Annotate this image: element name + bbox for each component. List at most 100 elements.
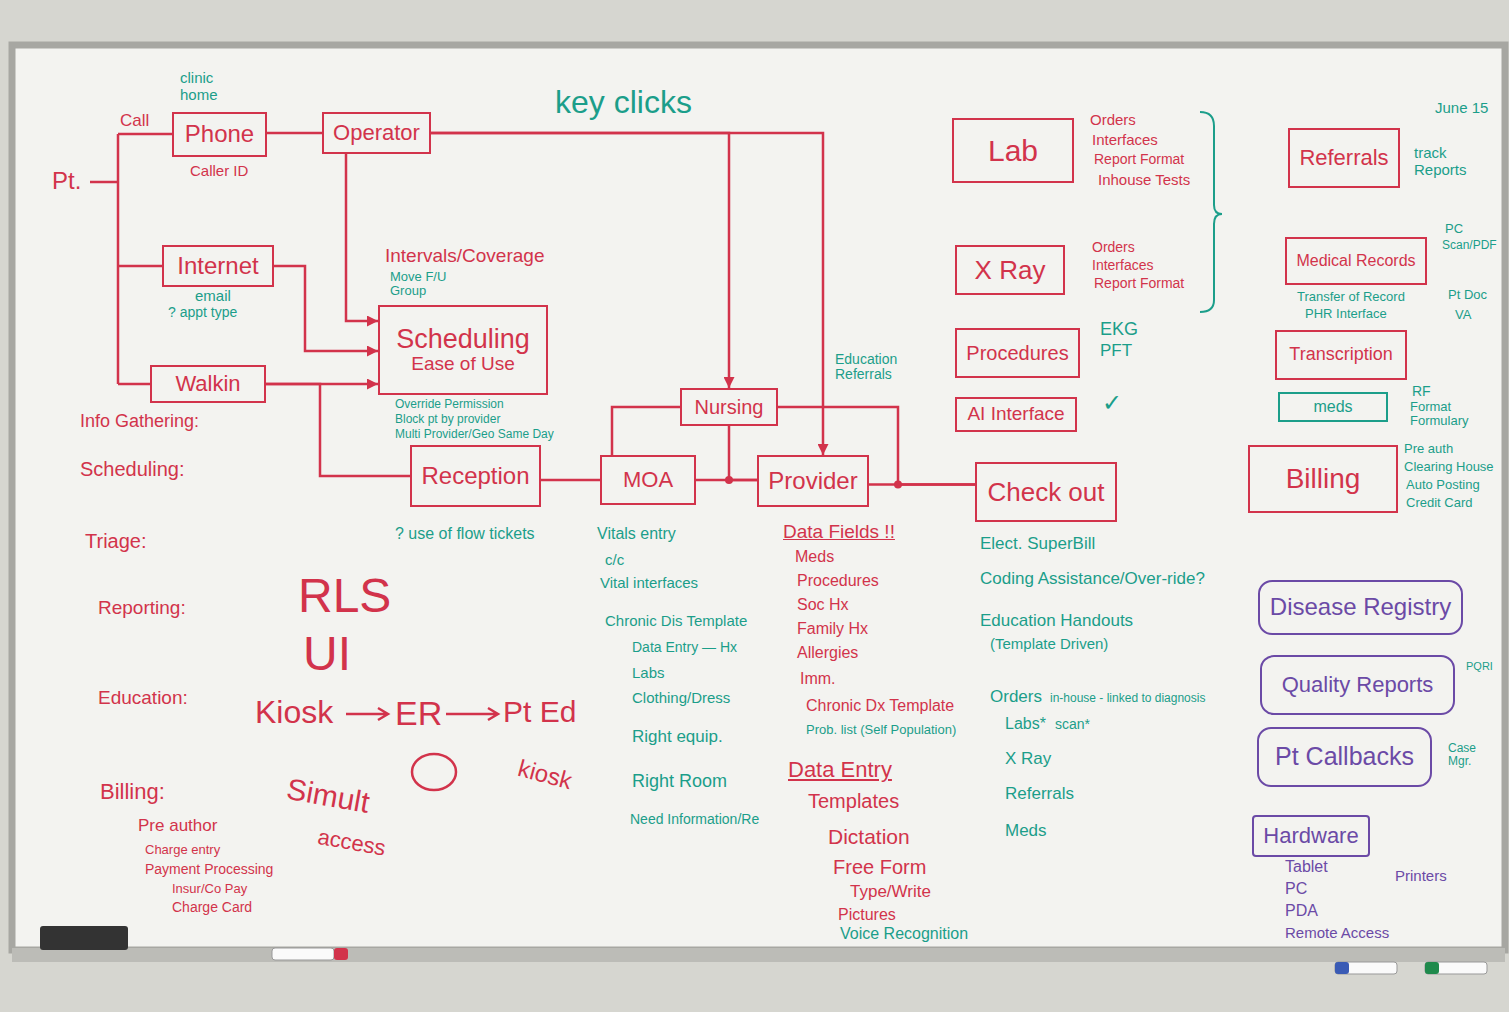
board-note: in-house - linked to diagnosis bbox=[1050, 692, 1205, 705]
board-note: RF bbox=[1412, 384, 1431, 399]
connector-line bbox=[612, 407, 680, 455]
board-note: Prob. list (Self Population) bbox=[806, 723, 956, 737]
board-note: Intervals/Coverage bbox=[385, 246, 544, 267]
process-box: SchedulingEase of Use bbox=[378, 305, 548, 395]
board-note: Insur/Co Pay bbox=[172, 882, 247, 896]
board-note: key clicks bbox=[555, 85, 692, 120]
node-text: Operator bbox=[333, 121, 420, 145]
marker-tray bbox=[12, 948, 1505, 962]
node-text: Referrals bbox=[1299, 146, 1388, 170]
node-text: Ease of Use bbox=[411, 354, 515, 375]
node-text: Pt Callbacks bbox=[1275, 743, 1414, 771]
board-note: Data Fields !! bbox=[783, 522, 895, 543]
board-note: VA bbox=[1455, 308, 1471, 322]
node-text: meds bbox=[1313, 398, 1352, 416]
module-box: AI Interface bbox=[955, 397, 1077, 432]
board-note: ✓ bbox=[1102, 390, 1122, 416]
board-note: Printers bbox=[1395, 868, 1447, 885]
board-note: Info Gathering: bbox=[80, 412, 199, 432]
board-note: Elect. SuperBill bbox=[980, 535, 1095, 554]
process-box: Internet bbox=[162, 245, 274, 287]
board-note: Charge entry bbox=[145, 843, 220, 857]
board-note: Chronic Dx Template bbox=[806, 697, 954, 715]
board-note: Credit Card bbox=[1406, 496, 1472, 510]
bracket bbox=[1200, 112, 1222, 312]
module-box: meds bbox=[1278, 392, 1388, 422]
module-box: Lab bbox=[952, 118, 1074, 183]
board-note: Vital interfaces bbox=[600, 575, 698, 592]
marker-cap bbox=[1335, 962, 1349, 974]
process-box: Walkin bbox=[150, 365, 266, 403]
node-text: Nursing bbox=[695, 396, 764, 418]
board-note: UI bbox=[303, 628, 351, 681]
junction-dot bbox=[894, 481, 902, 489]
board-note: Case Mgr. bbox=[1448, 742, 1488, 768]
module-box: Billing bbox=[1248, 445, 1398, 513]
board-note: Right Room bbox=[632, 772, 727, 792]
connector-line bbox=[274, 266, 378, 351]
node-text: MOA bbox=[623, 468, 673, 492]
board-note: Meds bbox=[795, 548, 834, 566]
board-note: Vitals entry bbox=[597, 525, 676, 543]
node-text: Procedures bbox=[966, 342, 1068, 364]
node-text: Medical Records bbox=[1296, 252, 1415, 270]
module-box: Transcription bbox=[1275, 330, 1407, 380]
board-note: Free Form bbox=[833, 856, 926, 878]
board-note: Education Handouts bbox=[980, 612, 1133, 631]
board-note: Imm. bbox=[800, 670, 836, 688]
board-note: Clothing/Dress bbox=[632, 690, 730, 707]
board-note: Education Referrals bbox=[835, 352, 910, 383]
board-note: Kiosk bbox=[255, 695, 333, 730]
board-note: Labs bbox=[632, 665, 665, 682]
board-note: Education: bbox=[98, 688, 188, 709]
board-note: Referrals bbox=[1005, 785, 1074, 804]
board-note: Pt Doc bbox=[1448, 288, 1487, 302]
node-text: X Ray bbox=[975, 256, 1046, 285]
process-box: Provider bbox=[757, 455, 869, 507]
board-note: Templates bbox=[808, 790, 899, 812]
connector-line bbox=[346, 154, 378, 321]
node-text: Billing bbox=[1286, 464, 1361, 495]
board-note: June 15 bbox=[1435, 100, 1488, 117]
board-note: Orders bbox=[1090, 112, 1136, 129]
module-box: Referrals bbox=[1288, 128, 1400, 188]
feature-box: Quality Reports bbox=[1260, 655, 1455, 715]
module-box: Procedures bbox=[955, 328, 1080, 378]
connector-line bbox=[266, 384, 410, 476]
node-text: AI Interface bbox=[967, 404, 1064, 425]
board-note: Chronic Dis Template bbox=[605, 613, 747, 630]
connector-line bbox=[267, 132, 322, 135]
board-note: Scheduling: bbox=[80, 458, 185, 480]
node-text: Hardware bbox=[1263, 824, 1358, 848]
board-note: Family Hx bbox=[797, 620, 868, 638]
process-box: Phone bbox=[172, 112, 267, 157]
board-note: email bbox=[195, 288, 231, 305]
board-note: Voice Recognition bbox=[840, 925, 968, 943]
board-note: Type/Write bbox=[850, 883, 931, 902]
module-box: Medical Records bbox=[1285, 237, 1427, 285]
connector-line bbox=[729, 426, 757, 480]
node-text: Walkin bbox=[175, 372, 240, 396]
process-box: MOA bbox=[600, 455, 696, 505]
board-note: PC bbox=[1445, 222, 1463, 236]
board-note: PQRI bbox=[1466, 660, 1493, 672]
node-text: Internet bbox=[177, 253, 258, 279]
board-note: Move F/U Group bbox=[390, 270, 460, 299]
board-note: c/c bbox=[605, 552, 624, 569]
board-note: Caller ID bbox=[190, 163, 248, 180]
board-note: Override Permission bbox=[395, 398, 504, 411]
node-text: Scheduling bbox=[396, 325, 530, 355]
board-note: Right equip. bbox=[632, 728, 723, 747]
node-text: Quality Reports bbox=[1282, 673, 1434, 697]
board-note: RLS bbox=[298, 570, 391, 623]
board-note: Report Format bbox=[1094, 276, 1184, 291]
marker bbox=[1425, 962, 1487, 974]
board-note: ? use of flow tickets bbox=[395, 525, 535, 543]
board-note: Procedures bbox=[797, 572, 879, 590]
board-note: Meds bbox=[1005, 822, 1047, 841]
board-note: Multi Provider/Geo Same Day bbox=[395, 428, 554, 441]
board-note: Coding Assistance/Over-ride? bbox=[980, 570, 1205, 589]
